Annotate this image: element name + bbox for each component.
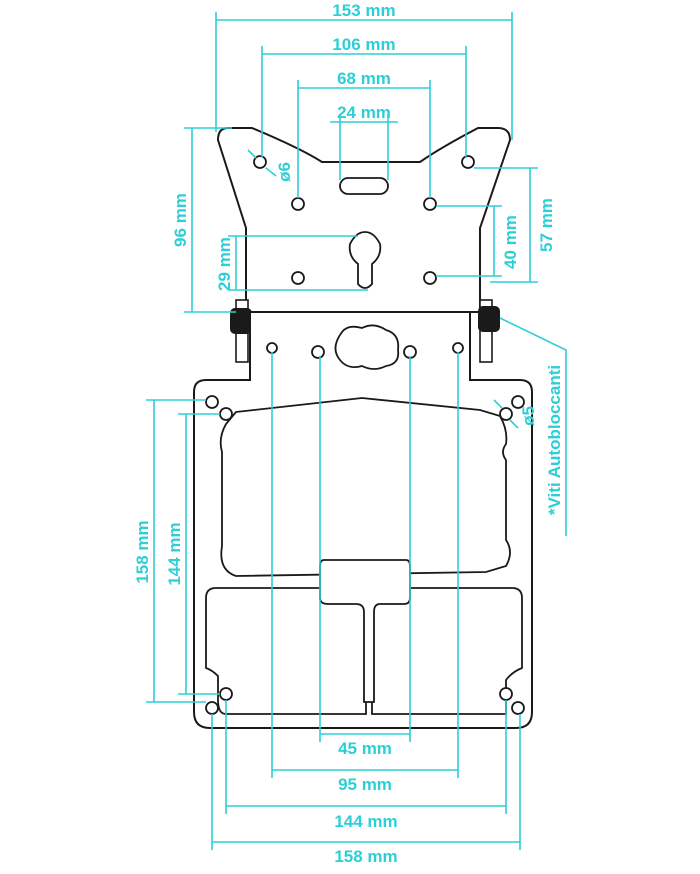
label-45: 45 mm bbox=[338, 739, 392, 758]
dim-45 bbox=[319, 356, 411, 742]
label-95: 95 mm bbox=[338, 775, 392, 794]
label-153-top: 153 mm bbox=[332, 1, 395, 20]
lower-hole-top-1 bbox=[266, 342, 278, 354]
upper-hole-bl bbox=[291, 271, 305, 285]
corner-hole-tr-outer bbox=[511, 395, 525, 409]
corner-hole-tr-inner bbox=[499, 407, 513, 421]
upper-hole-br bbox=[423, 271, 437, 285]
corner-hole-tl-outer bbox=[205, 395, 219, 409]
dim-144-left bbox=[178, 413, 220, 695]
label-24: 24 mm bbox=[337, 103, 391, 122]
dim-57 bbox=[474, 167, 538, 283]
screw-note: *Viti Autobloccanti bbox=[545, 365, 564, 515]
dim-40 bbox=[436, 205, 502, 277]
corner-hole-tl-inner bbox=[219, 407, 233, 421]
screw-note-leader bbox=[499, 317, 567, 536]
dim-96 bbox=[184, 127, 236, 313]
upper-hole-tl bbox=[253, 155, 267, 169]
corner-hole-br-outer bbox=[511, 701, 525, 715]
left-screw bbox=[230, 308, 252, 334]
corner-hole-bl-inner bbox=[219, 687, 233, 701]
dim-24 bbox=[330, 114, 398, 180]
label-106: 106 mm bbox=[332, 35, 395, 54]
upper-plate bbox=[216, 127, 512, 313]
lower-top-cutout bbox=[219, 397, 511, 577]
label-158-left: 158 mm bbox=[133, 520, 152, 583]
corner-hole-bl-outer bbox=[205, 701, 219, 715]
label-57: 57 mm bbox=[537, 198, 556, 252]
dim-106 bbox=[261, 46, 467, 158]
dim-144-bottom bbox=[225, 700, 507, 814]
dim-153-top bbox=[215, 12, 513, 140]
lower-hole-top-2 bbox=[311, 345, 325, 359]
upper-hole-mr bbox=[423, 197, 437, 211]
dim-158-bottom bbox=[211, 714, 521, 850]
label-96: 96 mm bbox=[171, 193, 190, 247]
cloud-cutout bbox=[334, 324, 400, 370]
upper-hole-ml bbox=[291, 197, 305, 211]
label-hole-5: ø5 bbox=[519, 406, 538, 426]
label-144-left: 144 mm bbox=[165, 522, 184, 585]
upper-slot bbox=[339, 177, 389, 195]
label-68: 68 mm bbox=[337, 69, 391, 88]
right-screw bbox=[478, 306, 500, 332]
dim-29 bbox=[228, 235, 368, 291]
label-144-bottom: 144 mm bbox=[334, 812, 397, 831]
dim-68 bbox=[297, 80, 431, 198]
corner-hole-br-inner bbox=[499, 687, 513, 701]
dim-hole-5 bbox=[493, 399, 519, 429]
label-40: 40 mm bbox=[501, 215, 520, 269]
label-158-bottom: 158 mm bbox=[334, 847, 397, 866]
dim-hole-6 bbox=[247, 149, 277, 177]
upper-hole-tr bbox=[461, 155, 475, 169]
lower-hole-top-4 bbox=[452, 342, 464, 354]
dim-158-left bbox=[146, 399, 206, 703]
keyhole-slot bbox=[348, 231, 382, 289]
dim-95 bbox=[271, 352, 459, 778]
label-hole-6: ø6 bbox=[275, 162, 294, 182]
label-29: 29 mm bbox=[215, 237, 234, 291]
